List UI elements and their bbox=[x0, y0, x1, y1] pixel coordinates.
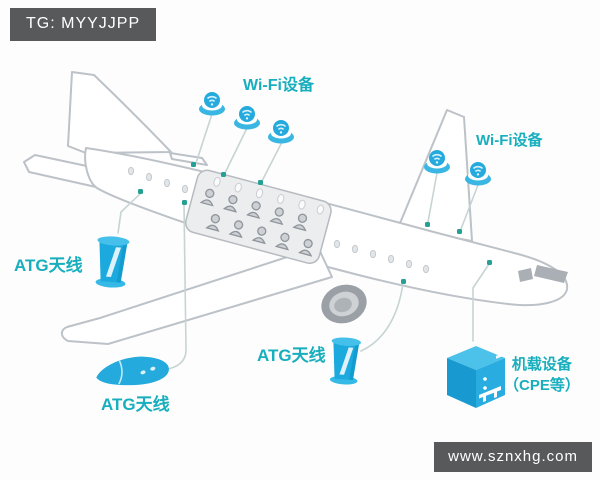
connector-dots bbox=[138, 162, 492, 284]
label-onboard-equipment: 机载设备 （CPE等） bbox=[504, 354, 580, 396]
label-onboard-line1: 机载设备 bbox=[511, 356, 572, 373]
wifi-device-icon bbox=[424, 150, 450, 174]
leader-atg-bottom bbox=[162, 203, 187, 371]
leader-wifi-1 bbox=[195, 113, 213, 164]
leader-wifi-2 bbox=[224, 127, 248, 174]
right-wing bbox=[397, 109, 473, 242]
leader-cpe bbox=[472, 263, 490, 342]
cockpit-windows bbox=[518, 265, 568, 283]
leader-wifi-4 bbox=[427, 172, 438, 223]
tail-fin bbox=[67, 71, 172, 154]
label-wifi-devices-right: Wi-Fi设备 bbox=[476, 132, 543, 149]
cabin-cutaway bbox=[184, 169, 332, 265]
leader-wifi-3 bbox=[261, 141, 283, 182]
label-wifi-devices-top: Wi-Fi设备 bbox=[243, 77, 314, 94]
leader-atg-center bbox=[360, 282, 404, 352]
engine-nacelle bbox=[321, 284, 367, 324]
fuselage-windows bbox=[127, 166, 430, 274]
leader-wifi-5 bbox=[460, 184, 479, 230]
atg-fin-antenna-icon bbox=[96, 356, 169, 386]
left-wing bbox=[60, 246, 333, 345]
passengers bbox=[199, 188, 313, 257]
atg-blade-antenna-icon bbox=[95, 236, 130, 288]
label-onboard-line2: （CPE等） bbox=[504, 377, 580, 394]
tag-badge: TG: MYYJJPP bbox=[10, 8, 157, 41]
atg-blade-antenna-icon bbox=[329, 337, 362, 385]
cabin-windows bbox=[213, 176, 324, 215]
label-atg-antenna-bottom-left: ATG天线 bbox=[101, 395, 170, 414]
onboard-cpe-box-icon bbox=[447, 346, 505, 408]
label-atg-antenna-center: ATG天线 bbox=[257, 346, 326, 365]
wifi-device-icon bbox=[268, 120, 294, 144]
wifi-device-icon bbox=[234, 106, 260, 130]
watermark-url: www.sznxhg.com bbox=[434, 442, 592, 472]
wifi-device-icons bbox=[199, 92, 491, 186]
leader-atg-left bbox=[117, 192, 142, 234]
wifi-device-icon bbox=[465, 162, 491, 186]
right-stabilizer bbox=[169, 152, 208, 166]
label-atg-antenna-left: ATG天线 bbox=[14, 256, 83, 275]
wifi-device-icon bbox=[199, 92, 225, 116]
